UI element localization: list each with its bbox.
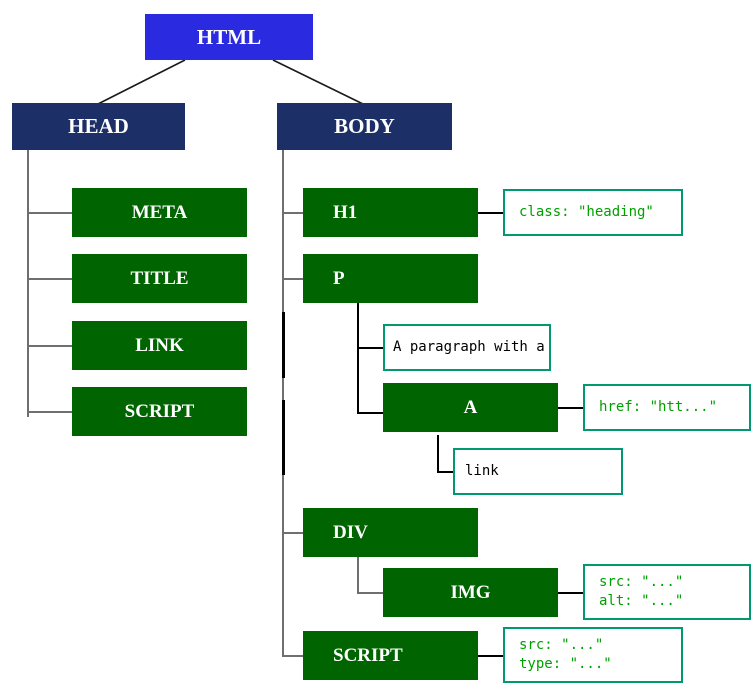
- body-trunk-overlap-upper: [282, 312, 285, 378]
- node-body-script[interactable]: SCRIPT: [303, 631, 478, 680]
- node-link[interactable]: LINK: [72, 321, 247, 370]
- node-a[interactable]: A: [383, 383, 558, 432]
- text-node-p-value: A paragraph with a: [393, 339, 545, 356]
- node-body-label: BODY: [334, 114, 395, 138]
- node-head-script[interactable]: SCRIPT: [72, 387, 247, 436]
- node-link-label: LINK: [135, 334, 184, 356]
- attr-box-h1-class[interactable]: class: "heading": [503, 189, 683, 236]
- img-to-attr-line: [558, 592, 583, 594]
- body-to-p-line: [282, 278, 304, 280]
- node-h1[interactable]: H1: [303, 188, 478, 237]
- node-img[interactable]: IMG: [383, 568, 558, 617]
- attr-box-img[interactable]: src: "..." alt: "...": [583, 564, 751, 620]
- head-to-script-line: [27, 411, 73, 413]
- attr-img-alt-line: alt: "...": [599, 593, 684, 609]
- attr-script-src-line: src: "...": [519, 637, 604, 654]
- node-p-label: P: [333, 267, 345, 289]
- node-body-script-label: SCRIPT: [333, 644, 403, 666]
- div-to-img-line: [357, 592, 385, 594]
- node-html[interactable]: HTML: [145, 14, 313, 60]
- head-to-title-line: [27, 278, 73, 280]
- text-node-a-value: link: [465, 463, 499, 480]
- h1-to-attr-line: [478, 212, 503, 214]
- node-div[interactable]: DIV: [303, 508, 478, 557]
- attr-img-src-line: src: "...": [599, 574, 684, 591]
- node-head[interactable]: HEAD: [12, 103, 185, 150]
- attr-box-a-href[interactable]: href: "htt...": [583, 384, 751, 431]
- body-trunk-overlap-lower: [282, 400, 285, 475]
- head-trunk-line: [27, 150, 29, 417]
- head-to-link-line: [27, 345, 73, 347]
- node-title-label: TITLE: [130, 267, 189, 289]
- node-img-label: IMG: [450, 581, 491, 603]
- p-to-a-line: [357, 412, 384, 414]
- text-node-p[interactable]: A paragraph with a: [383, 324, 551, 371]
- head-to-meta-line: [27, 212, 73, 214]
- node-meta-label: META: [131, 201, 188, 223]
- a-to-attr-line: [558, 407, 583, 409]
- node-a-label: A: [463, 396, 478, 418]
- node-title[interactable]: TITLE: [72, 254, 247, 303]
- node-body[interactable]: BODY: [277, 103, 452, 150]
- attr-script-type-line: type: "...": [519, 656, 612, 672]
- attr-box-script[interactable]: src: "..." type: "...": [503, 627, 683, 683]
- a-to-text-line: [437, 471, 464, 473]
- text-node-a[interactable]: link: [453, 448, 623, 495]
- body-to-script-line: [282, 655, 304, 657]
- attr-h1-class-line: class: "heading": [519, 204, 654, 221]
- attr-a-href-line: href: "htt...": [599, 399, 718, 416]
- node-div-label: DIV: [333, 521, 368, 543]
- script-to-attr-line: [478, 655, 503, 657]
- body-to-div-line: [282, 532, 304, 534]
- node-head-script-label: SCRIPT: [124, 400, 195, 422]
- p-to-text-line: [357, 347, 384, 349]
- node-meta[interactable]: META: [72, 188, 247, 237]
- node-h1-label: H1: [333, 201, 358, 223]
- node-p[interactable]: P: [303, 254, 478, 303]
- body-to-h1-line: [282, 212, 304, 214]
- root-branch-connectors: [97, 59, 364, 105]
- div-subtrunk-line: [357, 556, 359, 594]
- node-html-label: HTML: [196, 24, 262, 49]
- a-subtrunk-line: [437, 435, 439, 473]
- p-subtrunk-line: [357, 300, 359, 414]
- node-head-label: HEAD: [68, 114, 129, 138]
